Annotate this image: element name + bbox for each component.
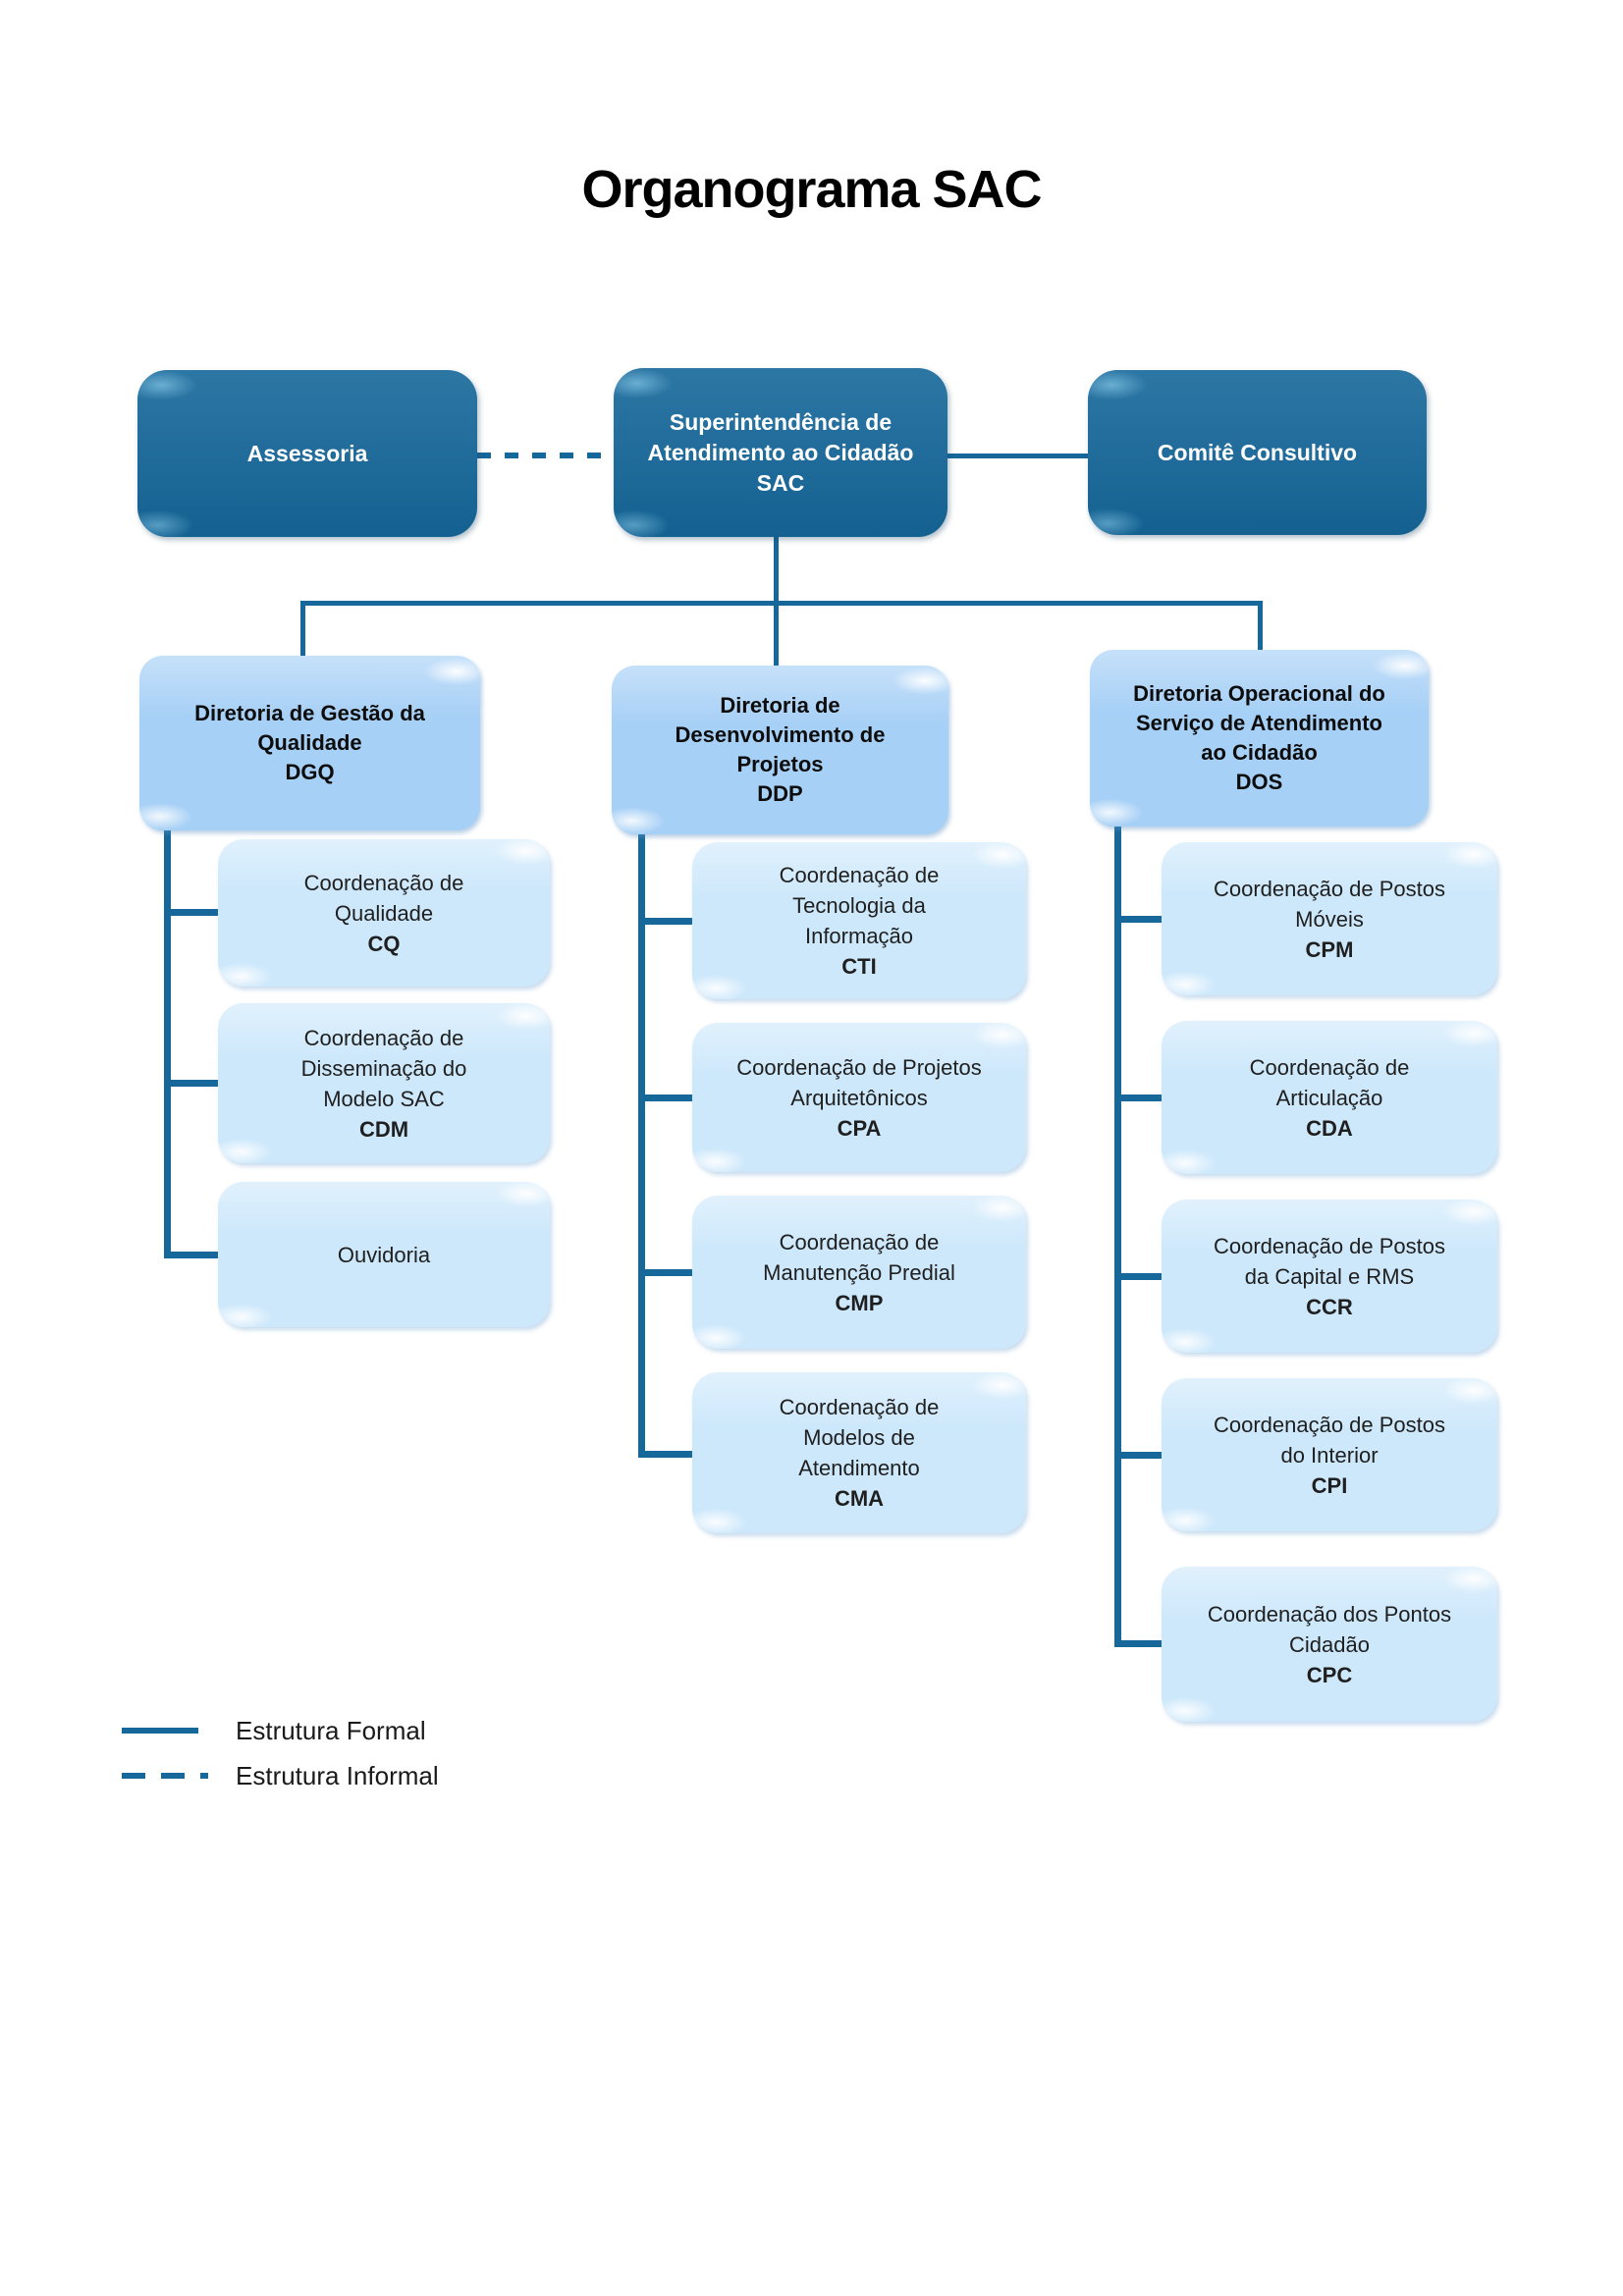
connector-stub-cda [1114,1095,1162,1101]
page-title: Organograma SAC [581,160,1042,219]
node-comite-consultivo: Comitê Consultivo [1088,370,1427,535]
node-cdm: Coordenação de Disseminação do Modelo SA… [218,1003,550,1163]
node-cmp: Coordenação de Manutenção Predial CMP [692,1196,1026,1349]
connector-informal-assessoria-sac [477,453,613,458]
connector-stub-cma [638,1451,692,1458]
connector-stub-cpi [1114,1452,1162,1459]
node-comite-consultivo-label: Comitê Consultivo [1157,439,1358,465]
node-cpc-name: Coordenação dos Pontos Cidadão [1207,1601,1452,1657]
node-cpa: Coordenação de Projetos Arquitetônicos C… [692,1023,1026,1172]
node-sac-label: Superintendência de Atendimento ao Cidad… [647,408,914,496]
node-assessoria-label: Assessoria [246,440,368,466]
node-ouvidoria-name: Ouvidoria [337,1242,431,1267]
node-dgq: Diretoria de Gestão da Qualidade DGQ [139,656,480,830]
node-cpm-name: Coordenação de Postos Móveis [1213,876,1446,932]
connector-stub-cmp [638,1269,692,1276]
node-ccr-name: Coordenação de Postos da Capital e RMS [1213,1233,1446,1289]
node-cma-name: Coordenação de Modelos de Atendimento [779,1395,940,1480]
node-dgq-acronym: DGQ [285,760,335,784]
legend-formal-label: Estrutura Formal [236,1716,426,1745]
node-cdm-name: Coordenação de Disseminação do Modelo SA… [300,1025,467,1111]
node-cq: Coordenação de Qualidade CQ [218,839,550,987]
node-sac: Superintendência de Atendimento ao Cidad… [614,368,947,537]
node-dgq-name: Diretoria de Gestão da Qualidade [194,701,425,755]
node-ccr: Coordenação de Postos da Capital e RMS C… [1162,1200,1497,1353]
connector-stub-cpm [1114,916,1162,923]
connector-stub-cdm [164,1080,218,1087]
node-cpa-name: Coordenação de Projetos Arquitetônicos [736,1054,982,1110]
connector-stub-cpc [1114,1640,1162,1647]
node-cq-acronym: CQ [367,931,401,956]
connector-stub-cti [638,918,692,925]
connector-drop-dos [1258,601,1263,652]
node-cpc-acronym: CPC [1306,1662,1353,1687]
connector-splitter [300,601,1263,606]
node-cpm: Coordenação de Postos Móveis CPM [1162,842,1497,995]
connector-tree-dos-vertical [1114,825,1121,1647]
node-cq-name: Coordenação de Qualidade [303,870,464,926]
node-cpi-name: Coordenação de Postos do Interior [1213,1412,1446,1468]
node-cpc: Coordenação dos Pontos Cidadão CPC [1162,1567,1497,1722]
node-ddp: Diretoria de Desenvolvimento de Projetos… [612,666,948,834]
connector-sac-comite [947,454,1088,458]
node-cpi-acronym: CPI [1311,1472,1348,1498]
connector-stub-ccr [1114,1273,1162,1280]
connector-stub-cq [164,909,218,916]
connector-tree-dgq-vertical [164,828,171,1258]
node-cti-name: Coordenação de Tecnologia da Informação [779,863,940,948]
node-cpm-acronym: CPM [1305,936,1354,962]
node-assessoria: Assessoria [137,370,477,537]
connector-stub-cpa [638,1095,692,1101]
node-dos: Diretoria Operacional do Serviço de Aten… [1090,650,1429,827]
node-cpi: Coordenação de Postos do Interior CPI [1162,1378,1497,1531]
node-dos-acronym: DOS [1235,770,1283,794]
node-ddp-acronym: DDP [757,781,803,806]
node-cdm-acronym: CDM [358,1116,409,1142]
node-ccr-acronym: CCR [1306,1294,1353,1319]
legend-dashed-line-sample [122,1773,208,1779]
connector-drop-dgq [300,601,305,658]
connector-stub-ouvidoria [164,1252,218,1258]
connector-tree-ddp-vertical [638,832,645,1458]
node-cpa-acronym: CPA [837,1115,882,1141]
node-cmp-acronym: CMP [835,1290,884,1315]
node-cmp-name: Coordenação de Manutenção Predial [763,1229,955,1285]
node-cma: Coordenação de Modelos de Atendimento CM… [692,1372,1026,1533]
node-ouvidoria: Ouvidoria [218,1182,550,1327]
node-cda: Coordenação de Articulação CDA [1162,1021,1497,1174]
legend-solid-line-sample [122,1728,198,1734]
legend-informal-label: Estrutura Informal [236,1761,439,1790]
node-ddp-name: Diretoria de Desenvolvimento de Projetos [675,693,886,776]
node-cti-acronym: CTI [841,954,877,979]
node-cda-name: Coordenação de Articulação [1249,1054,1410,1110]
node-cti: Coordenação de Tecnologia da Informação … [692,842,1026,999]
node-cma-acronym: CMA [834,1486,885,1511]
node-dos-name: Diretoria Operacional do Serviço de Aten… [1133,681,1385,765]
node-cda-acronym: CDA [1306,1115,1353,1141]
